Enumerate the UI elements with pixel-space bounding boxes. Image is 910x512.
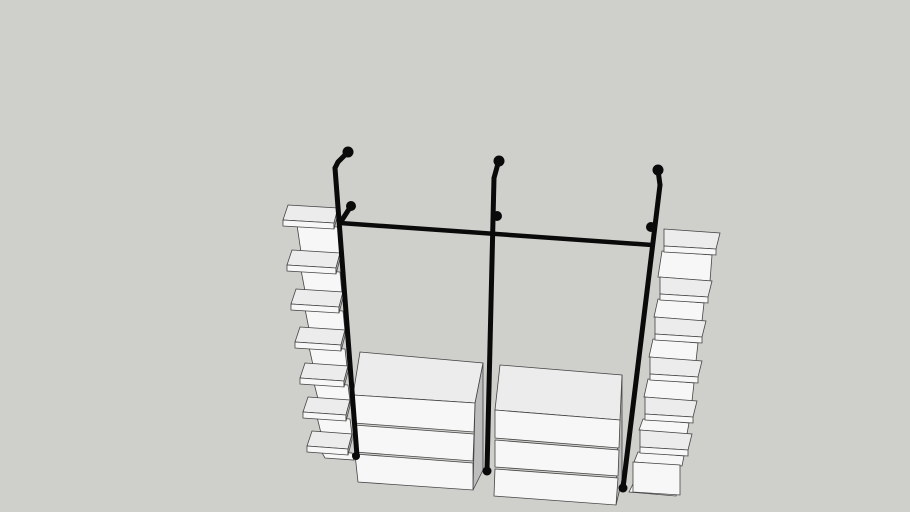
pipe-cap: [646, 222, 656, 232]
right-shelf-column: [628, 228, 721, 497]
shelf-base: [632, 461, 681, 496]
shelf-edge: [654, 333, 703, 344]
pipe-cap: [342, 146, 354, 158]
rack-pole-right: [620, 182, 663, 491]
floor-flange: [352, 452, 360, 460]
shelf-top: [659, 276, 713, 298]
shelf-top: [644, 396, 698, 418]
right-dresser-drawer: [493, 468, 619, 506]
rack-pole-middle: [484, 175, 497, 474]
left-shelf-column: [282, 204, 355, 461]
rack-fittings: [342, 146, 664, 493]
shelf-edge: [659, 293, 709, 304]
pipe-cap: [346, 201, 356, 211]
shelf-support: [657, 250, 713, 282]
shelf-top: [663, 228, 721, 250]
shelf-side: [347, 433, 353, 456]
left-dresser-drawer: [354, 453, 474, 491]
shelf-side: [340, 329, 346, 352]
floor-flange: [618, 483, 628, 493]
floor-flange: [482, 466, 492, 476]
right-dresser-drawer: [494, 409, 621, 449]
shelf-edge: [644, 413, 694, 424]
shelf-edge: [649, 373, 699, 384]
shelf-edge: [639, 446, 689, 457]
shelf-top: [649, 356, 703, 378]
shelf-edge: [663, 245, 717, 256]
right-dresser-drawer: [494, 439, 620, 477]
pipe-cap: [492, 211, 502, 221]
shelf-side: [345, 399, 351, 422]
shelf-top: [639, 429, 693, 451]
shelf-top: [654, 316, 707, 338]
rack-pole-left: [332, 165, 360, 459]
clothing-rack: [332, 149, 663, 491]
pipe-cap: [652, 164, 664, 176]
left-dresser: [352, 351, 484, 491]
hanging-rail: [337, 220, 655, 248]
pipe-cap: [493, 155, 505, 167]
shelf-side: [343, 365, 349, 388]
right-dresser: [493, 364, 623, 506]
